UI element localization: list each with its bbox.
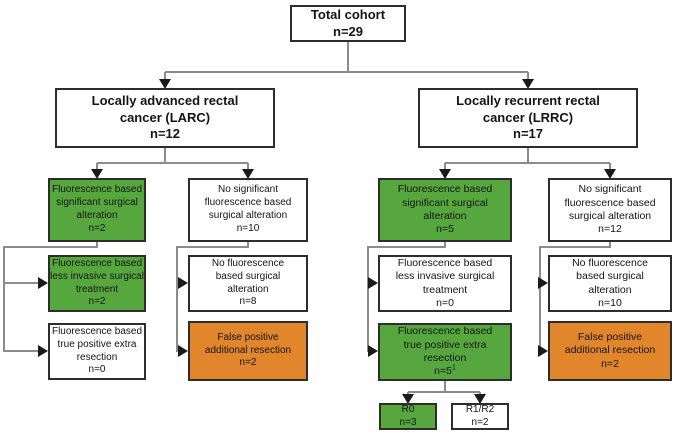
- node-larc-no-fluorescence: No fluorescence based surgical alteratio…: [188, 255, 308, 312]
- node-count: n=29: [333, 23, 363, 39]
- node-lrrc-true-positive: Fluorescence based true positive extra r…: [378, 323, 512, 381]
- node-count: n=51: [434, 364, 456, 378]
- node-count: n=8: [239, 296, 257, 308]
- node-total-cohort: Total cohort n=29: [290, 5, 406, 42]
- node-lrrc-less-invasive: Fluorescence based less invasive surgica…: [378, 255, 512, 312]
- node-label: Fluorescence based less invasive surgica…: [50, 257, 144, 295]
- node-label: No significant fluorescence based surgic…: [204, 184, 292, 221]
- node-label: R1/R2: [465, 403, 495, 415]
- node-larc-no-significant: No significant fluorescence based surgic…: [188, 178, 308, 242]
- node-count: n=3: [399, 416, 417, 428]
- node-label: No significant fluorescence based surgic…: [564, 183, 656, 222]
- node-larc-false-positive: False positive additional resection n=2: [188, 321, 308, 381]
- node-lrrc: Locally recurrent rectal cancer (LRRC) n…: [418, 88, 638, 148]
- node-count: n=10: [598, 296, 622, 309]
- footnote-marker: 1: [451, 364, 456, 372]
- node-label: Fluorescence based true positive extra r…: [51, 325, 143, 363]
- node-r1r2: R1/R2 n=2: [451, 403, 509, 430]
- node-label: Fluorescence based significant surgical …: [51, 184, 143, 221]
- node-lrrc-false-positive: False positive additional resection n=2: [548, 321, 672, 381]
- node-count: n=10: [236, 222, 260, 234]
- node-r0: R0 n=3: [379, 403, 437, 430]
- node-label: No fluorescence based surgical alteratio…: [211, 257, 285, 295]
- node-count: n=5: [436, 223, 454, 236]
- node-count: n=0: [88, 364, 106, 376]
- node-lrrc-significant-alteration: Fluorescence based significant surgical …: [378, 178, 512, 242]
- node-count: n=12: [598, 223, 622, 236]
- node-count: n=0: [436, 296, 454, 309]
- node-larc: Locally advanced rectal cancer (LARC) n=…: [55, 88, 275, 148]
- node-label: Locally advanced rectal cancer (LARC): [91, 93, 239, 125]
- node-count: n=17: [513, 126, 543, 142]
- node-label: Locally recurrent rectal cancer (LRRC): [456, 93, 600, 125]
- node-label: Fluorescence based true positive extra r…: [397, 325, 493, 364]
- node-label: R0: [401, 403, 415, 415]
- node-count: n=2: [239, 357, 257, 369]
- node-lrrc-no-fluorescence: No fluorescence based surgical alteratio…: [548, 255, 672, 312]
- node-label: Total cohort: [310, 6, 386, 22]
- node-label: No fluorescence based surgical alteratio…: [572, 256, 648, 296]
- node-label: False positive additional resection: [564, 330, 656, 357]
- node-count: n=2: [601, 357, 619, 370]
- node-label: Fluorescence based less invasive surgica…: [395, 256, 495, 296]
- node-count: n=12: [150, 126, 180, 142]
- node-count: n=2: [88, 296, 106, 308]
- node-lrrc-no-significant: No significant fluorescence based surgic…: [548, 178, 672, 242]
- node-larc-true-positive: Fluorescence based true positive extra r…: [48, 323, 146, 380]
- node-label: False positive additional resection: [204, 331, 292, 356]
- node-label: Fluorescence based significant surgical …: [397, 183, 493, 222]
- node-count: n=2: [88, 222, 106, 234]
- node-count: n=2: [471, 416, 489, 428]
- arrowheads: [38, 79, 616, 404]
- node-larc-significant-alteration: Fluorescence based significant surgical …: [48, 178, 146, 242]
- node-larc-less-invasive: Fluorescence based less invasive surgica…: [48, 255, 146, 312]
